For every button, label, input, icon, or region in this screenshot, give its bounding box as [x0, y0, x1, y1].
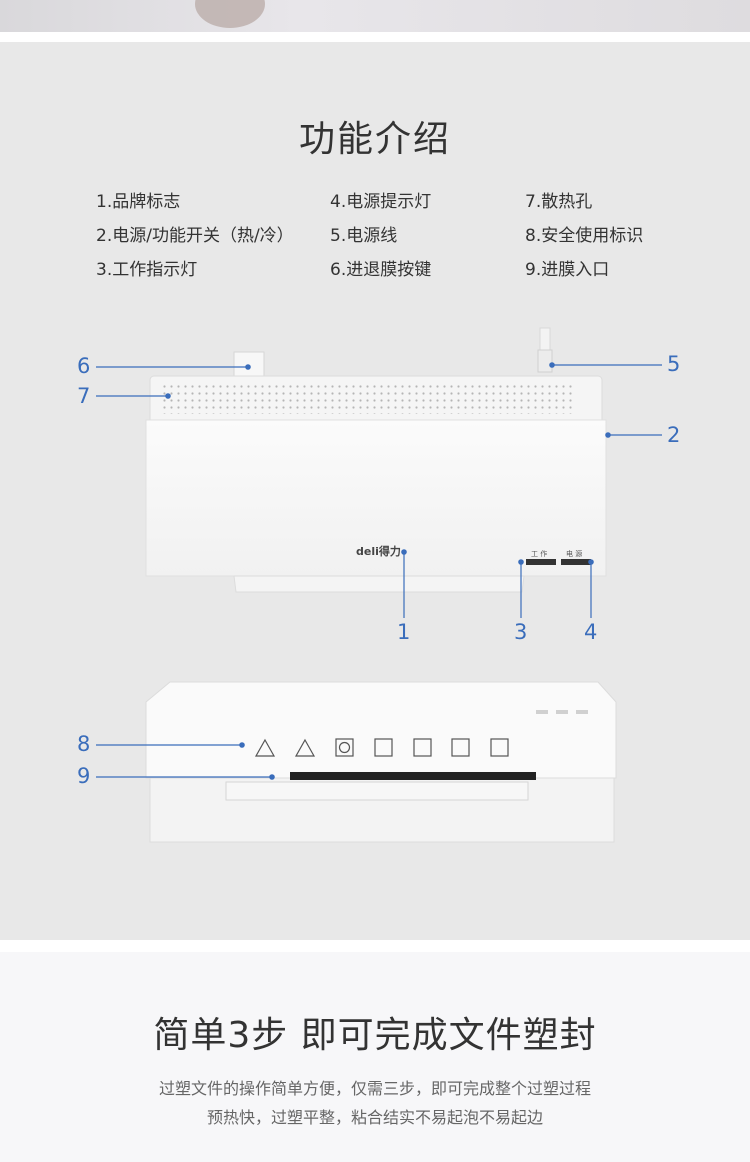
- callout-9: 9: [77, 764, 91, 788]
- brand-logo: deli得力: [356, 545, 401, 558]
- callout-1: 1: [397, 620, 411, 644]
- main-cover: [145, 419, 607, 577]
- feature-item-8: 8.安全使用标识: [525, 226, 644, 246]
- hot-surface-icon: [294, 738, 316, 757]
- section-title: 功能介绍: [298, 119, 451, 160]
- no-item-icon: [335, 738, 354, 757]
- steps-description-1: 过塑文件的操作简单方便，仅需三步，即可完成整个过塑过程: [158, 1079, 591, 1098]
- feature-item-3: 3.工作指示灯: [96, 260, 198, 280]
- laminator-front-view: [0, 680, 750, 850]
- top-photo-strip: [0, 0, 750, 32]
- photo-fragment: [195, 0, 265, 28]
- vent-holes: [160, 384, 572, 414]
- callout-6: 6: [77, 354, 91, 378]
- work-indicator-label: 工 作: [531, 550, 548, 558]
- feature-item-6: 6.进退膜按键: [330, 260, 432, 280]
- power-cord: [537, 327, 553, 373]
- feature-item-5: 5.电源线: [330, 226, 398, 246]
- feature-item-4: 4.电源提示灯: [330, 192, 432, 212]
- feed-button-shape: [233, 351, 265, 377]
- work-indicator: [526, 559, 556, 565]
- callout-3: 3: [514, 620, 528, 644]
- feature-item-2: 2.电源/功能开关（热/冷）: [96, 226, 294, 246]
- output-tray: [233, 575, 525, 593]
- callout-lines-front: [96, 742, 275, 780]
- callout-8: 8: [77, 732, 91, 756]
- feature-item-7: 7.散热孔: [525, 192, 593, 212]
- callout-5: 5: [667, 352, 681, 376]
- no-metal-icon: [451, 738, 470, 757]
- no-child-icon: [413, 738, 432, 757]
- power-indicator-label: 电 源: [566, 550, 583, 558]
- power-indicator: [561, 559, 591, 565]
- feature-item-1: 1.品牌标志: [96, 192, 181, 212]
- no-touch-icon: [490, 738, 509, 757]
- no-hand-icon: [374, 738, 393, 757]
- warning-icon: [254, 738, 276, 757]
- button-shape-1: [536, 710, 548, 714]
- front-body: [145, 681, 617, 779]
- film-slot: [290, 772, 536, 780]
- callout-lines: [96, 362, 662, 618]
- callout-4: 4: [584, 620, 598, 644]
- steps-title: 简单3步 即可完成文件塑封: [153, 1015, 597, 1056]
- callout-2: 2: [667, 423, 681, 447]
- button-shape-2: [556, 710, 568, 714]
- laminator-top-view: [0, 320, 750, 620]
- callout-7: 7: [77, 384, 91, 408]
- feature-item-9: 9.进膜入口: [525, 260, 610, 280]
- safety-icons: [254, 738, 509, 757]
- button-shape-3: [576, 710, 588, 714]
- feed-tray: [225, 781, 529, 801]
- steps-description-2: 预热快，过塑平整，粘合结实不易起泡不易起边: [206, 1108, 543, 1127]
- steps-panel: [0, 952, 750, 1162]
